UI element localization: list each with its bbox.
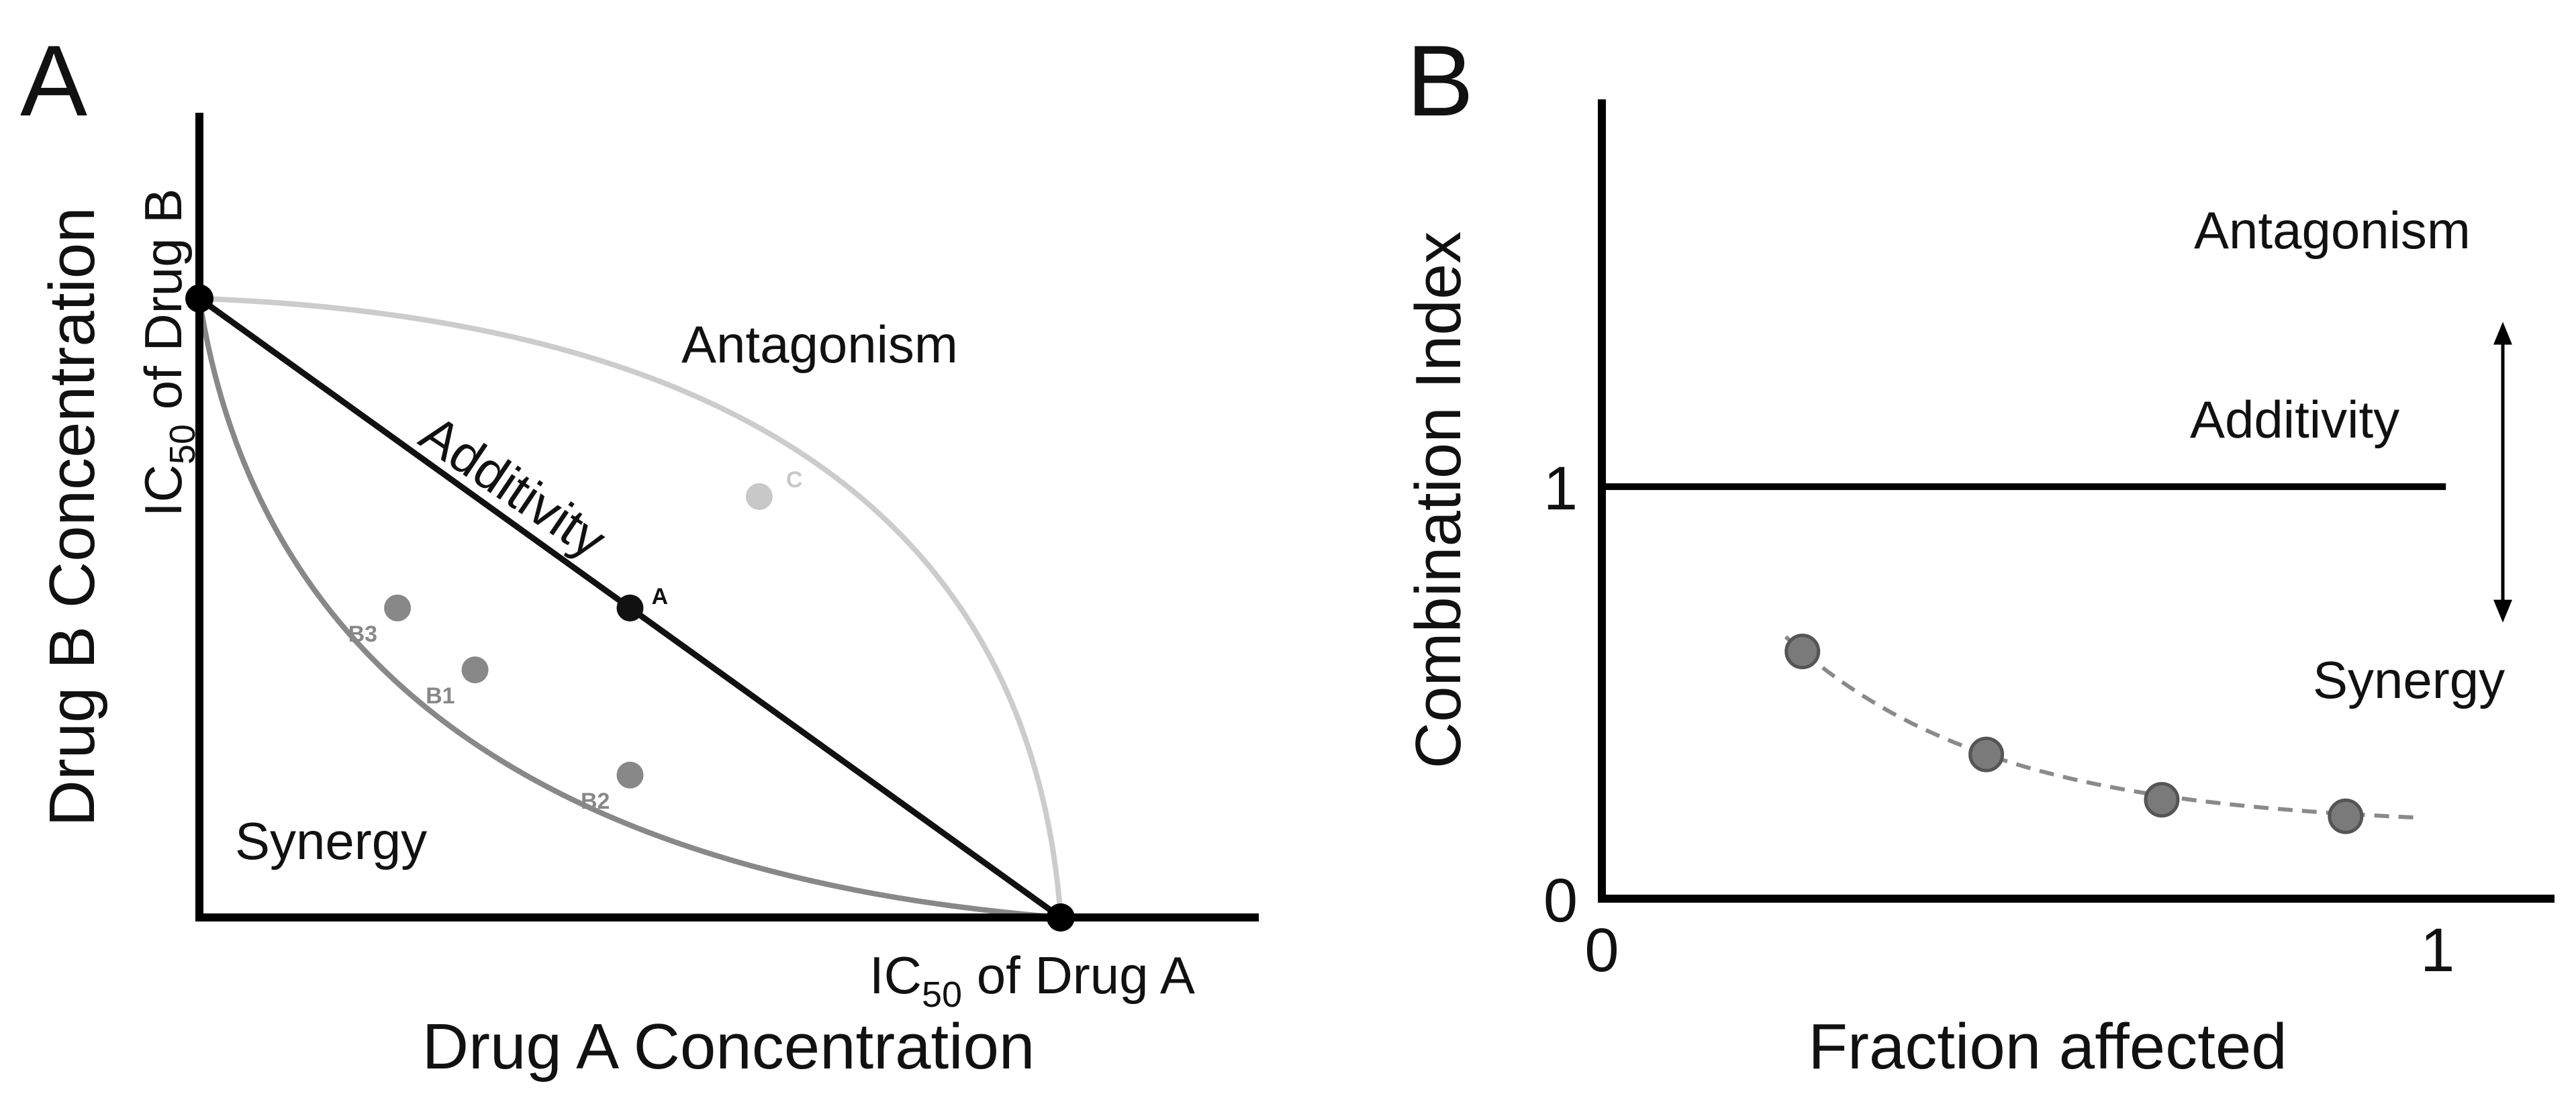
panel-a-endpoints <box>185 284 1075 932</box>
panel-b-letter: B <box>1406 24 1474 137</box>
point-label-b3: B3 <box>348 621 377 647</box>
ci-range-arrow-head-down <box>2493 599 2512 623</box>
point-c <box>745 483 773 510</box>
point-label-b1: B1 <box>426 683 455 709</box>
ci-point-1 <box>1784 634 1821 670</box>
y-tick-label-1: 1 <box>1543 454 1578 523</box>
panel-b-y-axis-title: Combination Index <box>1402 232 1474 768</box>
point-b1 <box>461 656 489 684</box>
panel-b-points <box>1784 634 2364 834</box>
panel-b: B 0 1 0 1 Antagonism Additivity Synergy Fra… <box>1402 24 2555 1083</box>
ci-point-2 <box>1968 736 2005 772</box>
ic50-drug-a-label: IC50 of Drug A <box>869 946 1195 1015</box>
ci-fit-curve <box>1784 635 2421 820</box>
point-a <box>616 594 644 621</box>
x-tick-label-1: 1 <box>2420 916 2454 985</box>
panel-a-additivity-label: Additivity <box>410 403 616 569</box>
panel-b-additivity-label: Additivity <box>2190 390 2399 449</box>
ic50-drug-b-point <box>185 284 213 313</box>
ic50-drug-b-label: IC50 of Drug B <box>134 189 203 517</box>
panel-a-letter: A <box>20 24 87 137</box>
point-b2 <box>616 761 644 789</box>
panel-b-fit-group <box>1784 635 2421 820</box>
point-label-b2: B2 <box>581 789 610 814</box>
ci-point-3 <box>2144 782 2180 818</box>
ci-range-arrow-head-up <box>2493 321 2512 345</box>
panel-a-y-axis-title: Drug B Concentration <box>36 207 108 826</box>
panel-b-synergy-label: Synergy <box>2313 650 2505 709</box>
panel-b-arrow-group <box>2493 321 2512 623</box>
panel-b-ticks: 0 1 0 1 <box>1543 454 2454 985</box>
panel-b-x-axis-title: Fraction affected <box>1808 1011 2287 1083</box>
point-label-c: C <box>786 467 803 493</box>
panel-a-synergy-curve <box>197 298 1061 920</box>
panel-a-antagonism-label: Antagonism <box>681 315 958 374</box>
y-tick-label-0: 0 <box>1543 866 1578 935</box>
point-label-a: A <box>651 584 668 609</box>
panel-a-synergy-label: Synergy <box>235 811 427 870</box>
ci-point-4 <box>2328 798 2364 834</box>
panel-a-x-axis-title: Drug A Concentration <box>422 1011 1035 1083</box>
panel-a-antagonism-curve <box>199 295 1063 918</box>
panel-b-antagonism-label: Antagonism <box>2194 201 2471 260</box>
x-tick-label-0: 0 <box>1584 916 1619 985</box>
ic50-drug-a-point <box>1046 903 1075 932</box>
point-b3 <box>384 594 412 621</box>
